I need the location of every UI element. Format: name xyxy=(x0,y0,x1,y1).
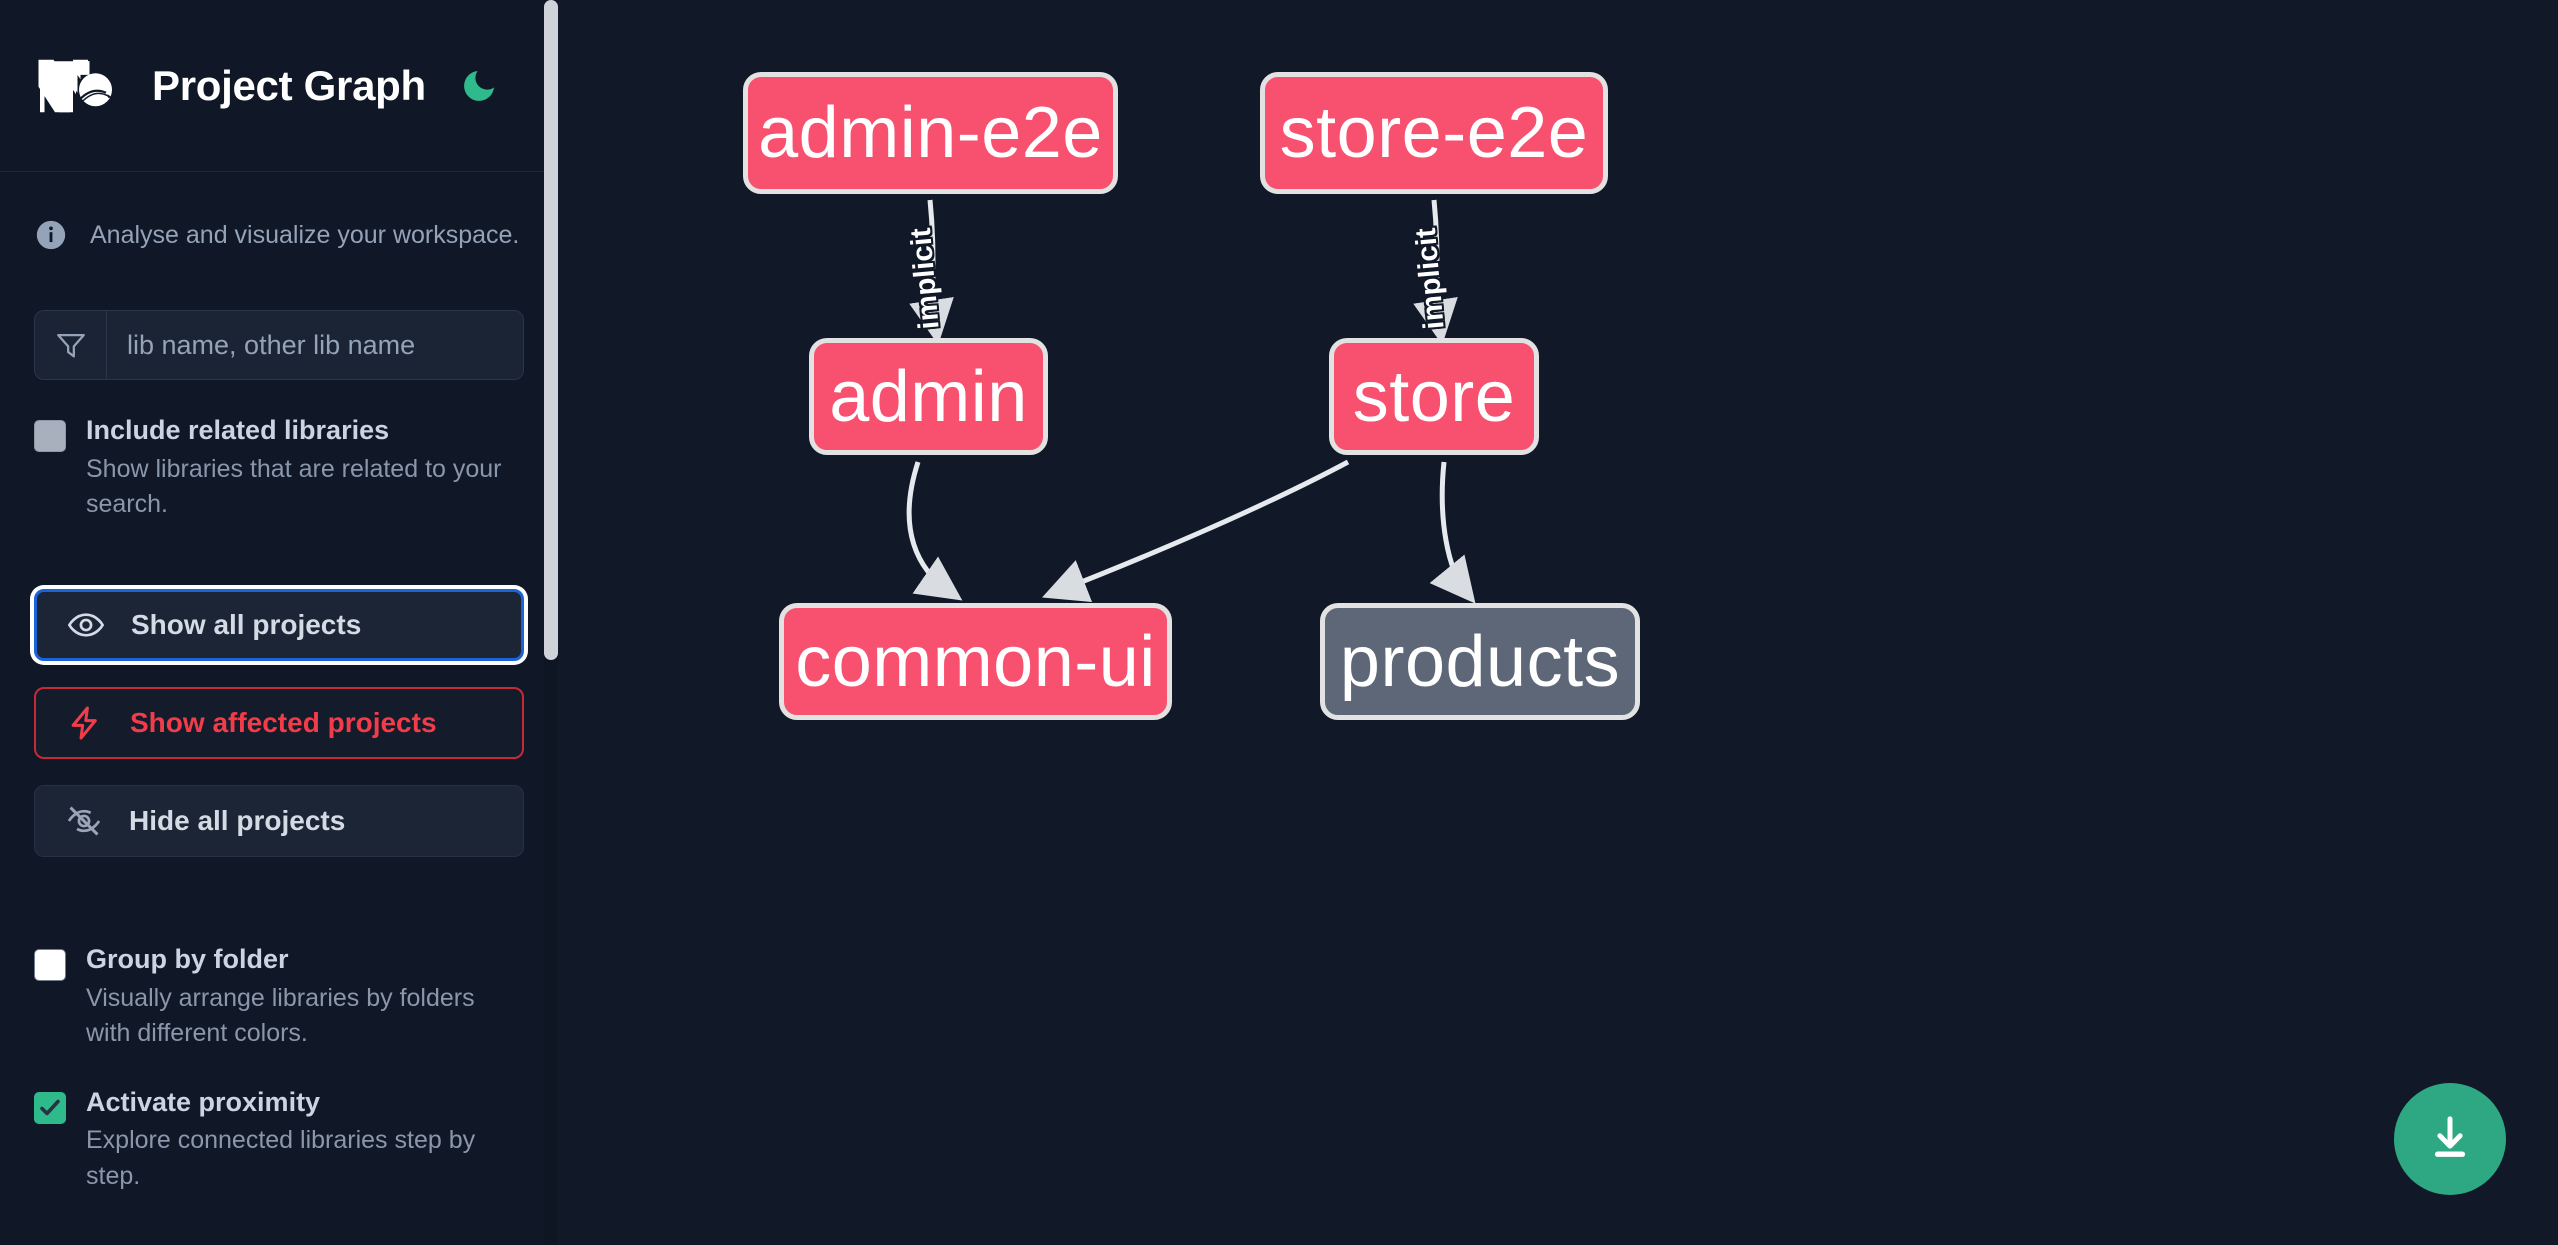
option-label: Activate proximity xyxy=(86,1086,321,1117)
sidebar-description: Analyse and visualize your workspace. xyxy=(0,172,558,252)
activate-proximity-checkbox[interactable] xyxy=(34,1091,66,1124)
node-label: admin-e2e xyxy=(758,93,1103,173)
filter-icon xyxy=(35,311,107,379)
graph-node-store-e2e[interactable]: store-e2e xyxy=(1260,72,1608,194)
sidebar-scrollbar-thumb[interactable] xyxy=(544,0,558,660)
lightning-bolt-icon xyxy=(66,704,104,742)
download-icon xyxy=(2423,1111,2477,1168)
info-icon xyxy=(34,218,68,252)
option-description: Visually arrange libraries by folders wi… xyxy=(86,983,475,1048)
check-icon xyxy=(40,1099,60,1115)
graph-edges xyxy=(906,199,1476,604)
graph-canvas[interactable]: admin-e2e store-e2e admin store common-u… xyxy=(558,0,2558,1245)
search-box[interactable] xyxy=(34,310,524,380)
graph-node-products[interactable]: products xyxy=(1320,603,1640,720)
node-label: products xyxy=(1339,621,1621,702)
show-all-projects-label: Show all projects xyxy=(131,608,362,640)
show-all-projects-button[interactable]: Show all projects xyxy=(34,588,524,661)
sidebar-scrollbar-track[interactable] xyxy=(544,0,558,1245)
nx-logo-icon xyxy=(34,55,124,117)
spacer xyxy=(0,857,558,909)
node-label: store xyxy=(1352,356,1516,437)
eye-off-icon xyxy=(65,802,103,840)
show-affected-projects-button[interactable]: Show affected projects xyxy=(34,686,524,759)
sidebar-header: Project Graph xyxy=(0,0,558,172)
option-description: Show libraries that are related to your … xyxy=(86,454,502,519)
sidebar: Project Graph Analyse and visualize your… xyxy=(0,0,558,1245)
hide-all-projects-label: Hide all projects xyxy=(129,804,346,836)
option-include-related-libraries[interactable]: Include related libraries Show libraries… xyxy=(0,380,558,523)
include-related-libraries-checkbox[interactable] xyxy=(34,420,66,452)
option-activate-proximity[interactable]: Activate proximity Explore connected lib… xyxy=(0,1052,558,1195)
node-label: common-ui xyxy=(795,621,1156,702)
graph-node-admin[interactable]: admin xyxy=(809,338,1048,455)
node-label: admin xyxy=(829,356,1028,437)
download-button[interactable] xyxy=(2394,1083,2506,1195)
option-label: Group by folder xyxy=(86,943,289,974)
option-group-by-folder[interactable]: Group by folder Visually arrange librari… xyxy=(0,909,558,1052)
show-affected-projects-label: Show affected projects xyxy=(130,706,437,738)
group-by-folder-checkbox[interactable] xyxy=(34,948,66,981)
option-label: Include related libraries xyxy=(86,415,390,445)
sidebar-description-text: Analyse and visualize your workspace. xyxy=(90,220,520,249)
page-title: Project Graph xyxy=(152,61,426,109)
graph-node-store[interactable]: store xyxy=(1329,338,1539,455)
option-description: Explore connected libraries step by step… xyxy=(86,1126,476,1190)
node-label: store-e2e xyxy=(1279,93,1589,173)
graph-node-common-ui[interactable]: common-ui xyxy=(779,603,1172,720)
eye-icon xyxy=(67,606,105,644)
search-input[interactable] xyxy=(107,311,523,379)
hide-all-projects-button[interactable]: Hide all projects xyxy=(34,784,524,857)
moon-icon[interactable] xyxy=(456,63,502,109)
graph-node-admin-e2e[interactable]: admin-e2e xyxy=(743,72,1118,194)
